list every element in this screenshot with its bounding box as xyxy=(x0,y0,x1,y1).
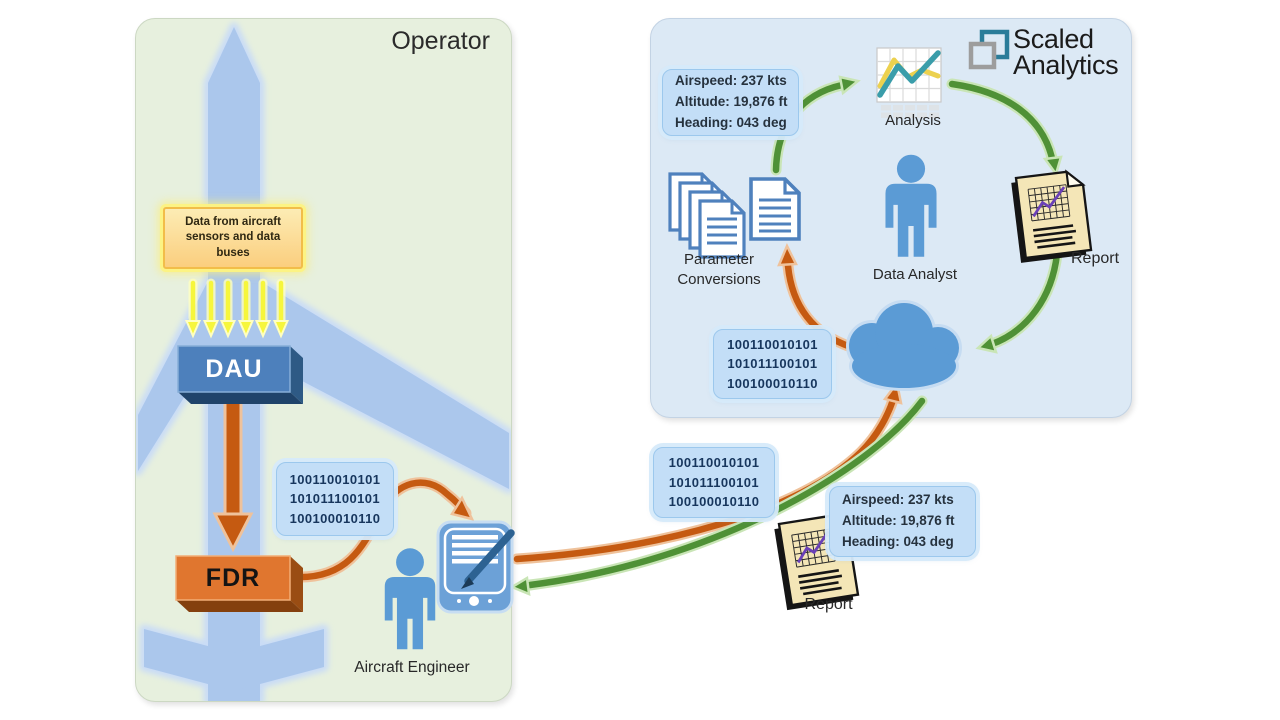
flight-data-box-analysis: Airspeed: 237 kts Altitude: 19,876 ft He… xyxy=(662,69,799,136)
flight-data-line: Altitude: 19,876 ft xyxy=(842,513,955,529)
dau-label: DAU xyxy=(205,354,263,383)
operator-panel-title: Operator xyxy=(391,27,490,55)
data-analyst-label: Data Analyst xyxy=(872,266,958,283)
binary-data-box-fdr: 100110010101 101011100101 100100010110 xyxy=(276,462,394,536)
binary-line: 101011100101 xyxy=(289,491,381,507)
flight-data-line: Heading: 043 deg xyxy=(842,533,954,549)
flight-data-line: Airspeed: 237 kts xyxy=(842,492,954,508)
report-label-transfer: Report xyxy=(804,596,853,613)
parameter-conversions-label-line2: Conversions xyxy=(677,271,761,288)
flight-data-line: Heading: 043 deg xyxy=(675,114,787,130)
binary-line: 100100010110 xyxy=(668,494,760,510)
binary-data-box-transfer: 100110010101 101011100101 100100010110 xyxy=(653,447,775,518)
analysis-label: Analysis xyxy=(885,112,941,129)
binary-data-box-cloud: 100110010101 101011100101 100100010110 xyxy=(713,329,832,399)
flight-data-line: Airspeed: 237 kts xyxy=(675,73,787,89)
sensor-note-text: Data from aircraft sensors and data buse… xyxy=(185,215,281,259)
fdr-label: FDR xyxy=(205,563,261,592)
brand-name-line2: Analytics xyxy=(1013,50,1119,80)
sensor-note-box: Data from aircraft sensors and data buse… xyxy=(163,207,303,269)
aircraft-tail xyxy=(144,629,324,691)
aircraft-right-wing xyxy=(260,281,509,489)
parameter-conversions-label-line1: Parameter xyxy=(683,251,755,268)
brand-name-line1: Scaled xyxy=(1013,24,1094,54)
flight-data-line: Altitude: 19,876 ft xyxy=(675,94,788,110)
aircraft-engineer-label: Aircraft Engineer xyxy=(354,659,470,676)
binary-line: 100110010101 xyxy=(289,471,381,487)
report-label-analytics: Report xyxy=(1070,250,1120,267)
binary-line: 101011100101 xyxy=(727,356,818,372)
binary-line: 100110010101 xyxy=(668,455,760,471)
binary-line: 101011100101 xyxy=(668,474,760,490)
binary-line: 100100010110 xyxy=(727,375,818,391)
flight-data-box-transfer: Airspeed: 237 kts Altitude: 19,876 ft He… xyxy=(829,486,976,557)
binary-line: 100110010101 xyxy=(727,336,818,352)
binary-line: 100100010110 xyxy=(289,510,381,526)
